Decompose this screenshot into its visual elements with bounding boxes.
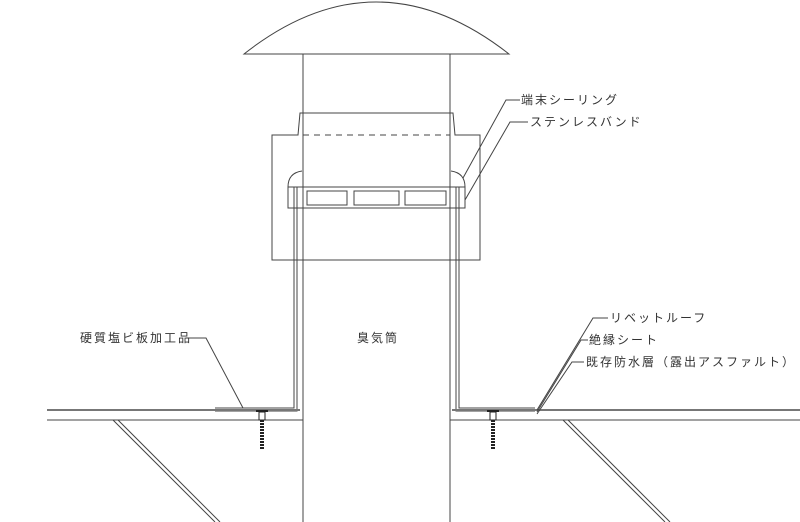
band-slot bbox=[306, 190, 348, 206]
roof-joist-right bbox=[562, 419, 671, 522]
leader-insulation-sheet bbox=[536, 339, 588, 413]
label-stainless-band: ステンレスバンド bbox=[530, 115, 643, 129]
roof-joist-left bbox=[112, 419, 221, 522]
flashing-right bbox=[455, 187, 535, 412]
leader-existing-waterproof bbox=[536, 361, 584, 415]
label-insulation-sheet: 絶縁シート bbox=[589, 333, 660, 347]
cap-dome bbox=[242, 1, 511, 55]
band-slot bbox=[404, 190, 447, 206]
label-existing-waterproof: 既存防水層（露出アスファルト） bbox=[586, 355, 797, 369]
label-pvc-plate: 硬質塩ビ板加工品 bbox=[80, 331, 193, 345]
label-vent-pipe: 臭気筒 bbox=[357, 331, 400, 345]
leader-end-sealing bbox=[462, 99, 520, 179]
leader-rivet-roof bbox=[536, 317, 608, 411]
leader-stainless-band bbox=[464, 121, 528, 201]
label-end-sealing: 端末シーリング bbox=[521, 93, 620, 107]
leader-pvc-plate bbox=[186, 337, 244, 409]
screw-left-icon bbox=[256, 410, 268, 450]
screw-right-icon bbox=[487, 410, 499, 450]
sealing-right bbox=[450, 170, 466, 188]
label-rivet-roof: リベットルーフ bbox=[610, 311, 708, 325]
collar bbox=[271, 112, 481, 261]
stainless-band bbox=[287, 186, 466, 209]
band-slot bbox=[353, 190, 400, 206]
sealing-left bbox=[287, 170, 303, 188]
